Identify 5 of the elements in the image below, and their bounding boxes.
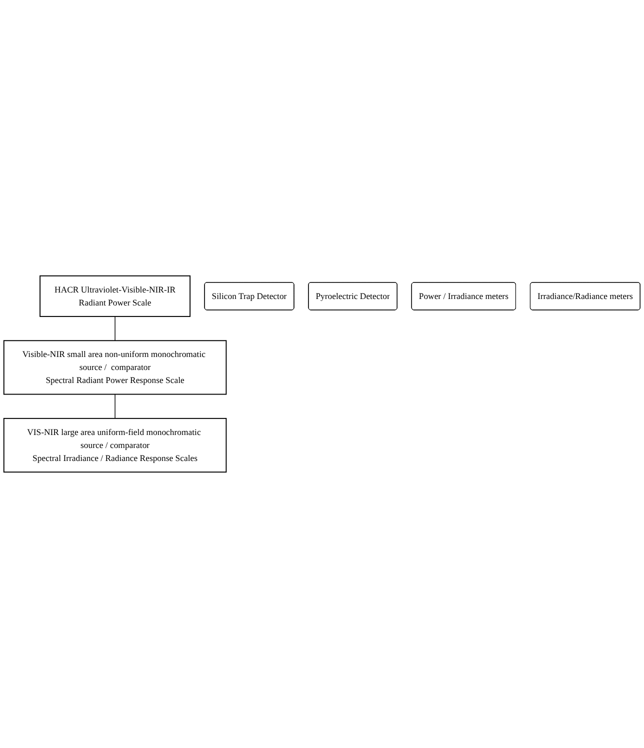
connector (114, 316, 116, 341)
node-box: Visible-NIR small area non-uniform monochromatic source / comparator Spectral Radiant Power Response Scale (3, 340, 227, 395)
connector (114, 394, 116, 419)
node-box: HACR Ultraviolet-Visible-NIR-IR Radiant Power Scale (40, 275, 191, 317)
node-box: VIS-NIR large area uniform-field monochromatic source / comparator Spectral Irradiance / Radiance Response Scales (3, 418, 227, 473)
